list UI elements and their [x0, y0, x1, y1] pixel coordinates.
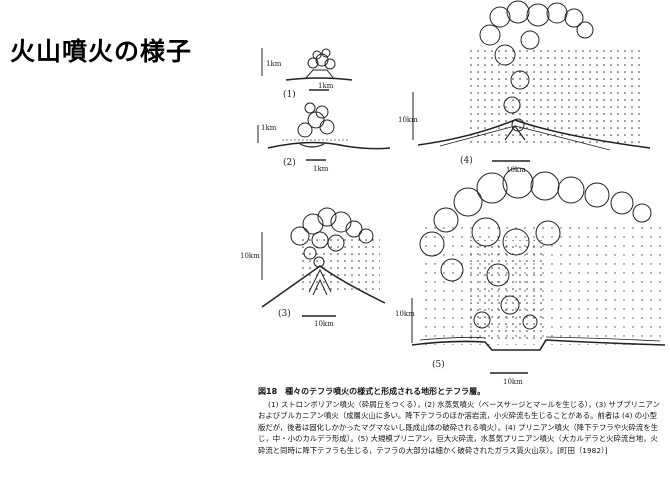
eruption-figure: 1km 1km (1) 1km 1km (2) 10km: [240, 0, 666, 386]
panel-5-horizontal-scale: 10km: [503, 378, 523, 386]
panel-1-horizontal-scale: 1km: [318, 82, 334, 90]
panel-2-vertical-scale: 1km: [261, 124, 277, 132]
panel-2-horizontal-scale: 1km: [313, 165, 329, 173]
panel-4-horizontal-scale: 10km: [506, 166, 526, 174]
panel-4-vertical-scale: 10km: [398, 116, 418, 124]
panel-2-label: (2): [283, 157, 296, 168]
caption-body: (1) ストロンボリアン噴火（砕屑丘をつくる），(2) 水蒸気噴火（ベースサージ…: [258, 399, 660, 455]
panel-1-strombolian: 1km 1km (1): [261, 48, 353, 100]
panel-2-phreatic: 1km 1km (2): [257, 102, 391, 173]
panel-5-large-plinian: 10km 10km (5): [395, 167, 666, 386]
panel-5-label: (5): [432, 359, 445, 370]
panel-4-label: (4): [460, 155, 473, 166]
panel-3-vertical-scale: 10km: [240, 252, 260, 260]
panel-1-label: (1): [283, 89, 296, 100]
slide-title: 火山噴火の様子: [10, 37, 193, 66]
figure-caption: 図18 種々のテフラ噴火の様式と形成される地形とテフラ層。 (1) ストロンボリ…: [258, 386, 663, 457]
panel-4-plinian: 10km 10km (4): [398, 0, 651, 174]
panel-3-horizontal-scale: 10km: [314, 320, 334, 328]
panel-3-label: (3): [278, 308, 291, 319]
panel-5-vertical-scale: 10km: [395, 310, 415, 318]
panel-1-vertical-scale: 1km: [266, 60, 282, 68]
panel-3-subplinian-vulcanian: 10km 10km (3): [240, 207, 386, 328]
caption-heading: 図18 種々のテフラ噴火の様式と形成される地形とテフラ層。: [258, 387, 486, 396]
